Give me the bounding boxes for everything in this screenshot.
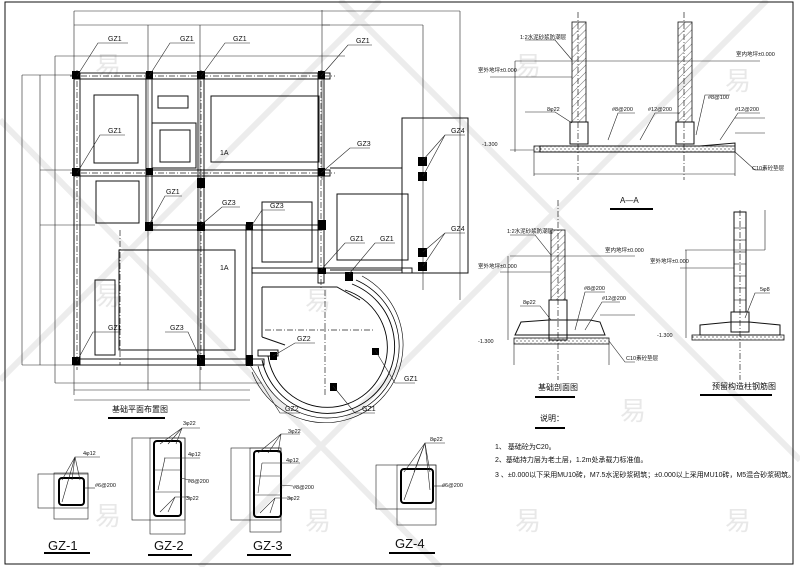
column-label: GZ1 (362, 406, 376, 413)
column-detail-gz4: 8φ22 #6@200 GZ-4 (375, 437, 463, 554)
label-stirrup: #12@200 (602, 296, 626, 302)
label-rebar: 8φ22 (547, 107, 560, 113)
label-elevation: -1.300 (478, 339, 494, 345)
column-detail-gz2: 3φ22 4φ12 #8@200 3φ22 GZ-2 (131, 421, 209, 556)
section-title: 预留构造柱钢筋图 (712, 381, 776, 391)
column-label: GZ4 (451, 128, 465, 135)
structural-columns (72, 71, 427, 391)
plan-title: 基础平面布置图 (112, 404, 168, 414)
note-item: 1、 基础砼为C20。 (495, 442, 556, 451)
section-mark: 1A (220, 150, 229, 157)
column-label: GZ1 (350, 236, 364, 243)
column-detail-gz3: 3φ22 4φ12 #8@200 3φ22 GZ-3 (230, 429, 314, 556)
column-label: GZ2 (285, 406, 299, 413)
rebar-label: #6@200 (442, 483, 463, 489)
column-label: GZ3 (270, 203, 284, 210)
section-foundation: 1:2水泥砂浆防潮层 室外地坪±0.000 室内地坪±0.000 8φ22 #8… (478, 200, 659, 398)
column-detail-gz1: 4φ12 #6@200 GZ-1 (37, 451, 116, 554)
section-a-a: 1:2水泥砂浆防潮层 室外地坪±0.000 室内地坪±0.000 8φ22 #8… (478, 12, 785, 210)
watermark-text: 易 (725, 67, 751, 97)
column-name: GZ-1 (48, 538, 78, 553)
label-mortar: 1:2水泥砂浆防潮层 (520, 33, 567, 41)
watermark-text: 易 (95, 52, 121, 82)
column-label: GZ1 (380, 236, 394, 243)
rebar-label: 3φ22 (186, 496, 199, 502)
column-label: GZ2 (297, 336, 311, 343)
watermark-text: 易 (305, 507, 331, 537)
rebar-label: 4φ12 (188, 452, 201, 458)
watermark-text: 易 (95, 282, 121, 312)
label-rebar: 5φ8 (760, 287, 770, 293)
rebar-label: #6@200 (95, 483, 116, 489)
column-label: GZ1 (356, 38, 370, 45)
column-label: GZ3 (357, 141, 371, 148)
column-label: GZ1 (108, 325, 122, 332)
label-mortar: 1:2水泥砂浆防潮层 (507, 227, 554, 235)
label-elevation: -1.300 (482, 142, 498, 148)
section-mark: 1A (220, 265, 229, 272)
column-label: GZ3 (222, 200, 236, 207)
label-ground-right: 室内地坪±0.000 (605, 246, 644, 254)
column-name: GZ-3 (253, 538, 283, 553)
column-label: GZ1 (233, 36, 247, 43)
label-ground-right: 室内地坪±0.000 (736, 50, 775, 58)
note-item: 3 、±0.000以下采用MU10砖，M7.5水泥砂浆砌筑；±0.000以上采用… (495, 470, 795, 479)
notes-heading: 说明： (540, 413, 564, 423)
column-label: GZ1 (108, 128, 122, 135)
section-column: 室外地坪±0.000 5φ8 -1.300 预留构造柱钢筋图 (650, 210, 785, 396)
label-rebar: 8φ22 (523, 300, 536, 306)
watermark-text: 易 (725, 507, 751, 537)
rebar-label: 8φ22 (430, 437, 443, 443)
column-label: GZ1 (180, 36, 194, 43)
watermark-text: 易 (515, 507, 541, 537)
drawing-frame (4, 1, 794, 565)
watermark-text: 易 (515, 52, 541, 82)
section-title: A—A (620, 196, 639, 205)
label-ground-left: 室外地坪±0.000 (478, 66, 517, 74)
label-stirrup: #8@100 (708, 95, 729, 101)
rebar-label: 3φ22 (287, 496, 300, 502)
column-label: GZ1 (166, 189, 180, 196)
label-ground-left: 室外地坪±0.000 (478, 262, 517, 270)
rebar-label: 4φ12 (286, 458, 299, 464)
section-title: 基础剖面图 (538, 382, 578, 392)
watermark-text: 易 (95, 502, 121, 532)
label-stirrup: #8@200 (584, 286, 605, 292)
label-cushion: C10素砼垫层 (752, 164, 785, 172)
label-cushion: C10素砼垫层 (626, 354, 659, 362)
label-stirrup: #12@200 (648, 107, 672, 113)
rebar-label: 3φ22 (183, 421, 196, 427)
column-label: GZ1 (404, 376, 418, 383)
note-item: 2、基础持力层为老土层，1.2m处承载力标准值。 (495, 455, 647, 464)
watermark-text: 易 (305, 287, 331, 317)
label-ground: 室外地坪±0.000 (650, 257, 689, 265)
rebar-label: #8@200 (188, 479, 209, 485)
label-stirrup: #8@200 (612, 107, 633, 113)
foundation-plan: GZ1 GZ1 GZ1 GZ1 GZ1 GZ3 GZ1 GZ3 GZ4 GZ1 … (21, 10, 469, 423)
label-stirrup: #12@200 (735, 107, 759, 113)
column-label: GZ1 (108, 36, 122, 43)
column-label: GZ3 (170, 325, 184, 332)
column-name: GZ-4 (395, 536, 425, 551)
rebar-label: #8@200 (293, 485, 314, 491)
rebar-label: 4φ12 (83, 451, 96, 457)
column-name: GZ-2 (154, 538, 184, 553)
rebar-label: 3φ22 (288, 429, 301, 435)
notes: 说明： 1、 基础砼为C20。 2、基础持力层为老土层，1.2m处承载力标准值。… (495, 413, 795, 479)
label-elevation: -1.300 (657, 333, 673, 339)
watermark-text: 易 (620, 397, 646, 427)
column-label: GZ4 (451, 226, 465, 233)
